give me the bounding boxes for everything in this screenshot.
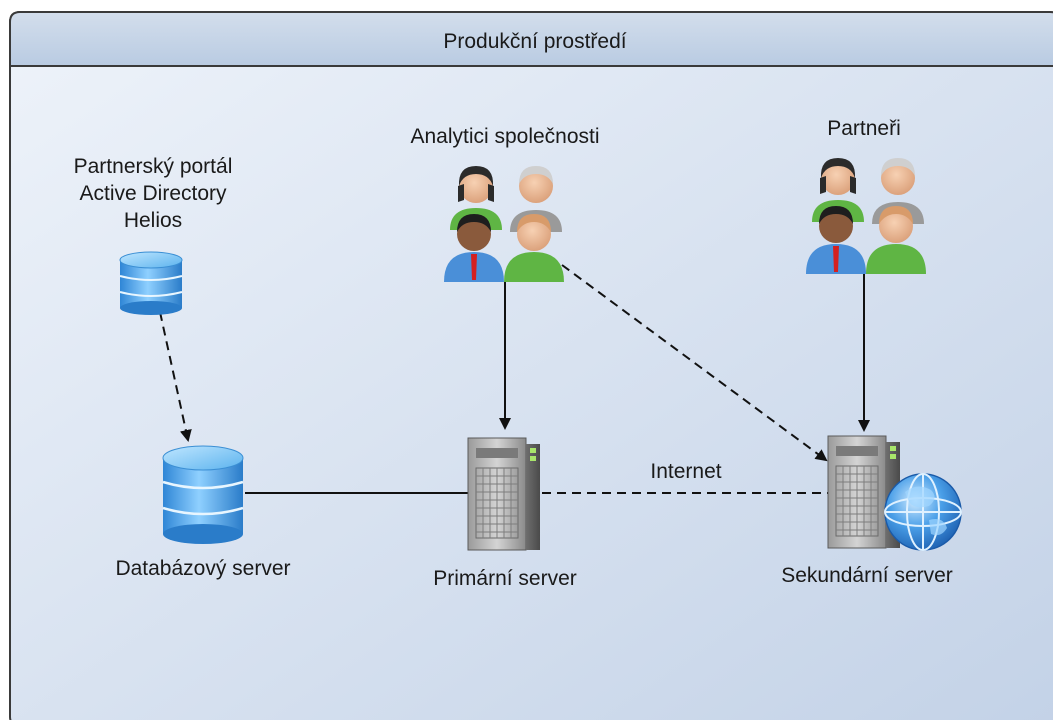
db-server-label: Databázový server [115,557,291,580]
analysts-label: Analytici společnosti [410,125,600,148]
partners-label: Partneři [827,117,901,140]
secondary-server-label: Sekundární server [781,564,953,587]
data-source-active-directory: Active Directory [79,182,227,205]
data-sources-label: Partnerský portál Active Directory Helio… [48,153,258,234]
globe-icon [884,473,962,551]
server-tower-icon [827,435,900,549]
edge-sources-to-db [159,311,192,442]
user-group-icon [444,166,564,282]
data-source-partner-portal: Partnerský portál [73,155,233,178]
primary-server-label: Primární server [433,567,577,590]
data-source-helios: Helios [123,209,183,232]
database-icon [119,251,183,315]
edge-analysts-to-secondary [561,264,828,462]
container-title: Produkční prostředí [443,30,627,53]
user-group-icon [806,158,926,274]
server-tower-icon [467,437,540,551]
container-header [9,11,1053,67]
internet-edge-label: Internet [650,460,722,483]
database-icon [162,445,244,544]
